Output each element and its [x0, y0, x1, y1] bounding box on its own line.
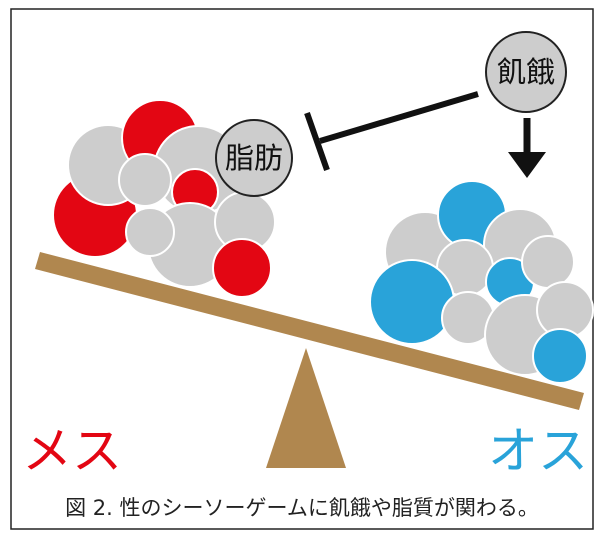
figure-caption: 図 2. 性のシーソーゲームに飢餓や脂質が関わる。 — [65, 496, 539, 520]
male-cell-cluster — [369, 180, 594, 384]
cell — [369, 259, 455, 345]
seesaw-plank — [35, 252, 584, 410]
female-label: メス — [22, 422, 122, 480]
cell — [521, 235, 575, 289]
seesaw-fulcrum — [266, 348, 346, 468]
male-label: オス — [488, 422, 588, 480]
fat-circle — [215, 119, 293, 197]
cell — [125, 207, 175, 257]
cell — [212, 238, 272, 298]
inhibition-bar — [304, 112, 330, 171]
arrow-head — [508, 152, 546, 178]
figure-frame — [10, 8, 594, 530]
fat-label: 脂肪 — [225, 141, 283, 175]
inhibition-line — [319, 91, 479, 144]
starvation-label: 飢餓 — [497, 55, 555, 89]
starvation-circle — [485, 31, 567, 113]
cell — [532, 328, 588, 384]
cell — [118, 153, 172, 207]
